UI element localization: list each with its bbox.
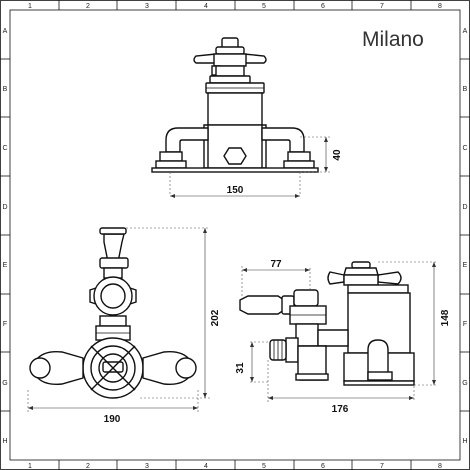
dimension-label-77: 77 [270, 259, 282, 270]
dimension-label-150: 150 [227, 185, 244, 196]
col-label-bottom: 6 [321, 463, 325, 470]
dimension-label-202: 202 [210, 309, 221, 326]
row-label-right: C [462, 145, 467, 152]
row-label-right: H [462, 438, 467, 445]
column-labels: 1 2 3 4 5 6 7 8 1 2 3 4 5 6 7 8 [28, 3, 442, 470]
dimension-label-40: 40 [332, 149, 343, 161]
side-view [239, 261, 438, 402]
dimension-label-176: 176 [332, 404, 349, 415]
col-label-top: 2 [86, 3, 90, 10]
row-labels: A B C D E F G H A B C D E F G H [2, 28, 467, 445]
col-label-bottom: 3 [145, 463, 149, 470]
col-label-top: 3 [145, 3, 149, 10]
row-label-left: B [3, 86, 8, 93]
row-label-left: A [3, 28, 8, 35]
col-label-top: 7 [380, 3, 384, 10]
col-label-bottom: 2 [86, 463, 90, 470]
col-label-bottom: 4 [204, 463, 208, 470]
col-label-bottom: 1 [28, 463, 32, 470]
row-label-left: H [2, 438, 7, 445]
row-label-left: F [3, 321, 7, 328]
row-label-right: D [462, 204, 467, 211]
row-label-left: C [2, 145, 7, 152]
col-label-top: 1 [28, 3, 32, 10]
col-label-bottom: 7 [380, 463, 384, 470]
dimension-label-31: 31 [235, 362, 246, 374]
col-label-top: 4 [204, 3, 208, 10]
col-label-bottom: 5 [262, 463, 266, 470]
row-label-right: G [462, 380, 467, 387]
row-label-right: B [463, 86, 468, 93]
row-label-right: E [463, 262, 468, 269]
col-label-top: 5 [262, 3, 266, 10]
dimension-label-148: 148 [440, 309, 451, 326]
row-label-right: F [463, 321, 467, 328]
col-label-top: 8 [438, 3, 442, 10]
col-label-bottom: 8 [438, 463, 442, 470]
front-view [27, 227, 210, 412]
row-label-left: E [3, 262, 8, 269]
row-label-right: A [463, 28, 468, 35]
col-label-top: 6 [321, 3, 325, 10]
row-label-left: G [2, 380, 7, 387]
brand-logo-text: Milano [362, 28, 424, 51]
row-label-left: D [2, 204, 7, 211]
top-view [151, 37, 330, 198]
dimension-label-190: 190 [104, 414, 121, 425]
